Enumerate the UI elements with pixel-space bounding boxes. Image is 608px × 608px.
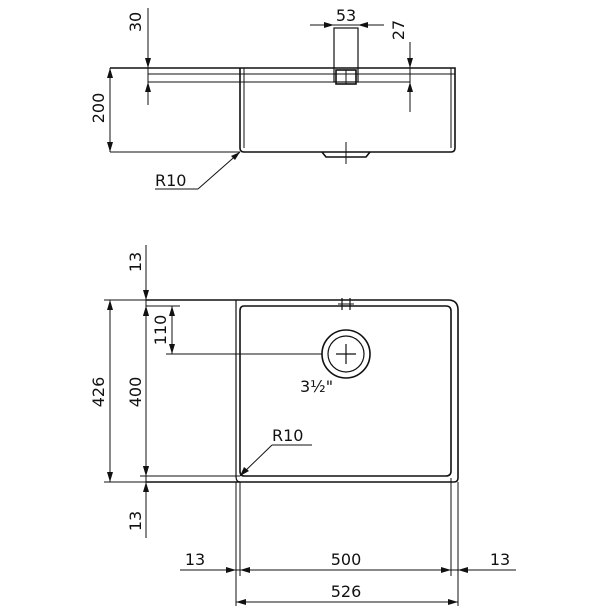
dim-526-label: 526 bbox=[331, 582, 362, 601]
dim-bottom-13-label: 13 bbox=[126, 511, 145, 531]
dim-110-label: 110 bbox=[151, 315, 170, 346]
dim-526-arrow-left bbox=[236, 599, 246, 605]
dim-200-arrow-bottom bbox=[107, 142, 113, 152]
plan-view-radius-label: R10 bbox=[272, 426, 303, 445]
side-view-radius-label: R10 bbox=[155, 171, 186, 190]
dim-500-arrow-left bbox=[240, 567, 250, 573]
dim-110-arrow-bottom bbox=[169, 344, 175, 354]
dim-bottom-13-arrow-2 bbox=[143, 482, 149, 492]
dim-500-label: 500 bbox=[331, 550, 362, 569]
dim-500-arrow-right bbox=[441, 567, 451, 573]
dim-200-label: 200 bbox=[89, 93, 108, 124]
dim-30-label: 30 bbox=[126, 12, 145, 32]
dim-bottom-13-arrow-1 bbox=[143, 466, 149, 476]
dim-426-arrow-bottom bbox=[107, 472, 113, 482]
dim-400-label: 400 bbox=[126, 377, 145, 408]
dim-13-right-label: 13 bbox=[490, 550, 510, 569]
side-view-radius-leader bbox=[197, 151, 241, 190]
dim-top-13-arrow-1 bbox=[143, 290, 149, 300]
plan-view-drain-inner bbox=[327, 335, 365, 373]
dim-53-arrow-right bbox=[358, 22, 368, 28]
dim-200-arrow-top bbox=[107, 68, 113, 78]
side-view: 30 200 53 27 R10 bbox=[89, 6, 456, 190]
dim-400-arrow-top bbox=[143, 306, 149, 316]
dim-30-arrow-bottom bbox=[145, 82, 151, 92]
dim-13-left-label: 13 bbox=[185, 550, 205, 569]
dim-top-13-label: 13 bbox=[126, 252, 145, 272]
dim-27-arrow-bottom bbox=[407, 82, 413, 92]
plan-view-bowl-outline bbox=[239, 305, 452, 477]
dim-27-arrow-top bbox=[407, 58, 413, 68]
dim-53-label: 53 bbox=[336, 6, 356, 25]
dim-13-left-arrow bbox=[226, 567, 236, 573]
dim-30-arrow-top bbox=[145, 58, 151, 68]
plan-view-radius-arrow bbox=[240, 467, 249, 476]
dim-53-arrow-left bbox=[324, 22, 334, 28]
drain-size-label: 3½" bbox=[300, 377, 333, 396]
side-view-radius-arrow bbox=[231, 152, 240, 160]
dim-13-right-arrow bbox=[458, 567, 468, 573]
dim-426-arrow-top bbox=[107, 300, 113, 310]
plan-view: 3½" 13 110 426 400 13 R10 bbox=[89, 245, 516, 606]
dim-110-arrow-top bbox=[169, 306, 175, 316]
dim-526-arrow-right bbox=[448, 599, 458, 605]
plan-view-outer-outline bbox=[146, 299, 459, 483]
dim-27-label: 27 bbox=[389, 20, 408, 40]
side-view-bowl-outline bbox=[110, 67, 456, 153]
dim-426-label: 426 bbox=[89, 377, 108, 408]
